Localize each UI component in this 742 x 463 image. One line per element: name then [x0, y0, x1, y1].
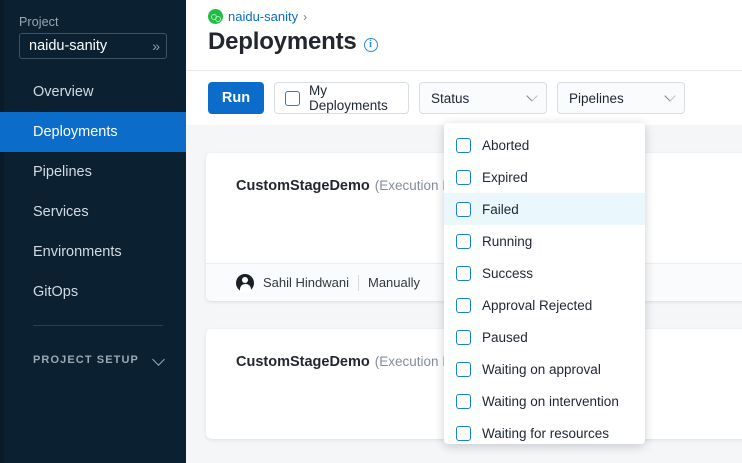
- sidebar-item-project-setup[interactable]: PROJECT SETUP: [33, 347, 167, 373]
- deployment-name[interactable]: CustomStageDemo: [236, 178, 370, 194]
- status-option-waiting-on-approval[interactable]: Waiting on approval: [444, 353, 645, 385]
- checkbox-icon[interactable]: [456, 169, 471, 185]
- deployment-card-body: CustomStageDemo (Execution Id: [206, 329, 742, 439]
- status-option-approval-rejected[interactable]: Approval Rejected: [444, 289, 645, 321]
- breadcrumb: naidu-sanity ›: [208, 9, 307, 24]
- status-option-aborted[interactable]: Aborted: [444, 129, 645, 161]
- divider: [358, 274, 359, 291]
- status-dropdown-menu: Aborted Expired Failed Running Success A…: [444, 123, 645, 444]
- sidebar-item-label: GitOps: [33, 284, 79, 300]
- checkbox-icon[interactable]: [456, 201, 471, 217]
- active-indicator: [0, 112, 4, 152]
- deployment-name[interactable]: CustomStageDemo: [236, 354, 370, 370]
- checkbox-icon[interactable]: [456, 361, 471, 377]
- status-option-waiting-on-intervention[interactable]: Waiting on intervention: [444, 385, 645, 417]
- sidebar-item-pipelines[interactable]: Pipelines: [0, 152, 186, 192]
- sidebar-item-label: Deployments: [33, 124, 118, 140]
- status-option-label: Waiting for resources: [482, 425, 610, 441]
- status-filter-label: Status: [431, 90, 470, 106]
- chevron-down-icon: [528, 92, 537, 101]
- checkbox-icon[interactable]: [456, 265, 471, 281]
- status-option-expired[interactable]: Expired: [444, 161, 645, 193]
- sidebar-item-deployments[interactable]: Deployments: [0, 112, 186, 152]
- checkbox-icon[interactable]: [456, 233, 471, 249]
- sidebar-item-gitops[interactable]: GitOps: [0, 272, 186, 312]
- sidebar-item-label: Overview: [33, 84, 94, 100]
- pipelines-filter-label: Pipelines: [569, 90, 624, 106]
- status-option-label: Waiting on approval: [482, 361, 601, 377]
- sidebar-item-services[interactable]: Services: [0, 192, 186, 232]
- status-filter-dropdown[interactable]: Status: [419, 82, 547, 114]
- run-button[interactable]: Run: [208, 82, 264, 114]
- breadcrumb-link-project[interactable]: naidu-sanity: [228, 9, 299, 24]
- status-option-label: Aborted: [482, 137, 530, 153]
- checkbox-icon[interactable]: [456, 425, 471, 441]
- checkbox-icon[interactable]: [456, 329, 471, 345]
- deployment-card-body: CustomStageDemo (Execution Id: [206, 153, 742, 263]
- breadcrumb-separator-icon: ›: [303, 9, 308, 24]
- status-option-label: Expired: [482, 169, 528, 185]
- project-selector[interactable]: naidu-sanity »: [19, 33, 167, 59]
- my-deployments-label: My Deployments: [309, 83, 388, 113]
- status-option-failed[interactable]: Failed: [444, 193, 645, 225]
- status-option-label: Paused: [482, 329, 528, 345]
- chevron-double-right-icon: »: [152, 38, 160, 54]
- filters-toolbar: Run My Deployments Status Pipelines: [186, 71, 742, 125]
- sidebar-item-environments[interactable]: Environments: [0, 232, 186, 272]
- deployment-trigger-type: Manually: [368, 275, 421, 290]
- status-option-label: Failed: [482, 201, 519, 217]
- chevron-down-icon: [666, 92, 675, 101]
- sidebar-item-label: Services: [33, 204, 89, 220]
- checkbox-icon[interactable]: [456, 297, 471, 313]
- checkbox-icon[interactable]: [456, 137, 471, 153]
- sidebar-divider: [33, 325, 163, 326]
- info-icon[interactable]: i: [363, 37, 378, 52]
- sidebar-nav: Overview Deployments Pipelines Services …: [0, 72, 186, 312]
- project-avatar-icon: [208, 9, 223, 24]
- my-deployments-filter[interactable]: My Deployments: [274, 82, 409, 114]
- project-setup-label: PROJECT SETUP: [33, 354, 139, 366]
- project-label: Project: [19, 15, 59, 29]
- deployment-card-title-row: CustomStageDemo (Execution Id: [236, 354, 454, 370]
- status-option-label: Approval Rejected: [482, 297, 593, 313]
- status-option-label: Running: [482, 233, 533, 249]
- execution-id-label: (Execution Id: [374, 354, 454, 369]
- sidebar-item-label: Environments: [33, 244, 122, 260]
- pipelines-filter-dropdown[interactable]: Pipelines: [557, 82, 685, 114]
- checkbox-icon[interactable]: [456, 393, 471, 409]
- page-title: Deployments: [208, 28, 357, 55]
- execution-id-label: (Execution Id: [374, 178, 454, 193]
- status-option-success[interactable]: Success: [444, 257, 645, 289]
- status-option-waiting-for-resources[interactable]: Waiting for resources: [444, 417, 645, 449]
- status-option-label: Success: [482, 265, 534, 281]
- page-title-row: Deployments i: [208, 28, 378, 56]
- checkbox-icon[interactable]: [285, 90, 300, 106]
- page-header: naidu-sanity › Deployments i: [186, 0, 742, 71]
- sidebar: Project naidu-sanity » Overview Deployme…: [0, 0, 186, 463]
- deployment-user: Sahil Hindwani: [263, 275, 349, 290]
- sidebar-left-edge: [0, 0, 4, 463]
- deployment-card-title-row: CustomStageDemo (Execution Id: [236, 178, 454, 194]
- status-option-label: Waiting on intervention: [482, 393, 619, 409]
- project-selector-value: naidu-sanity: [29, 38, 108, 54]
- status-option-running[interactable]: Running: [444, 225, 645, 257]
- chevron-down-icon: [154, 355, 165, 366]
- avatar: [236, 273, 254, 292]
- status-option-paused[interactable]: Paused: [444, 321, 645, 353]
- sidebar-item-overview[interactable]: Overview: [0, 72, 186, 112]
- sidebar-item-label: Pipelines: [33, 164, 92, 180]
